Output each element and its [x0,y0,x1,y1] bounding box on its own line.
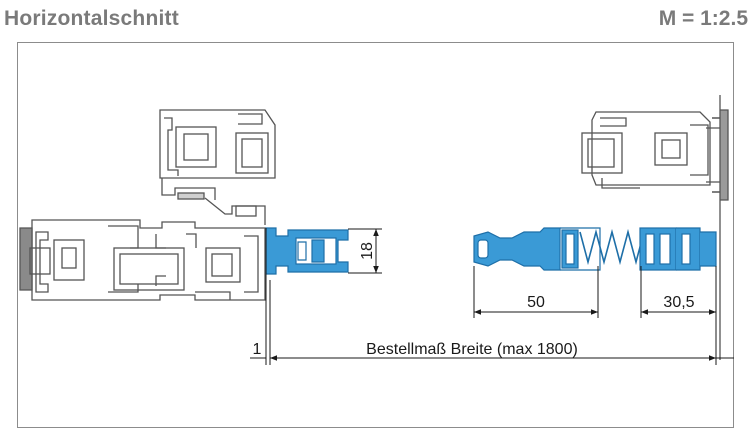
dim-30-5-label: 30,5 [663,294,694,311]
window-frame-left [19,109,276,301]
screen-profile-right [473,227,717,271]
dim-width-50 [473,266,599,318]
dim-18-label: 18 [359,242,376,260]
dim-1-label: 1 [253,341,262,358]
dim-height-18 [348,228,382,274]
page-title: Horizontalschnitt [4,7,179,30]
dim-50-label: 50 [527,294,545,311]
screen-profile-left [265,227,349,275]
order-width-label: Bestellmaß Breite (max 1800) [366,341,578,358]
drawing-frame [17,42,734,428]
dim-order-width [250,228,734,365]
scale-label: M = 1:2.5 [658,7,748,30]
window-frame-right [581,109,729,201]
